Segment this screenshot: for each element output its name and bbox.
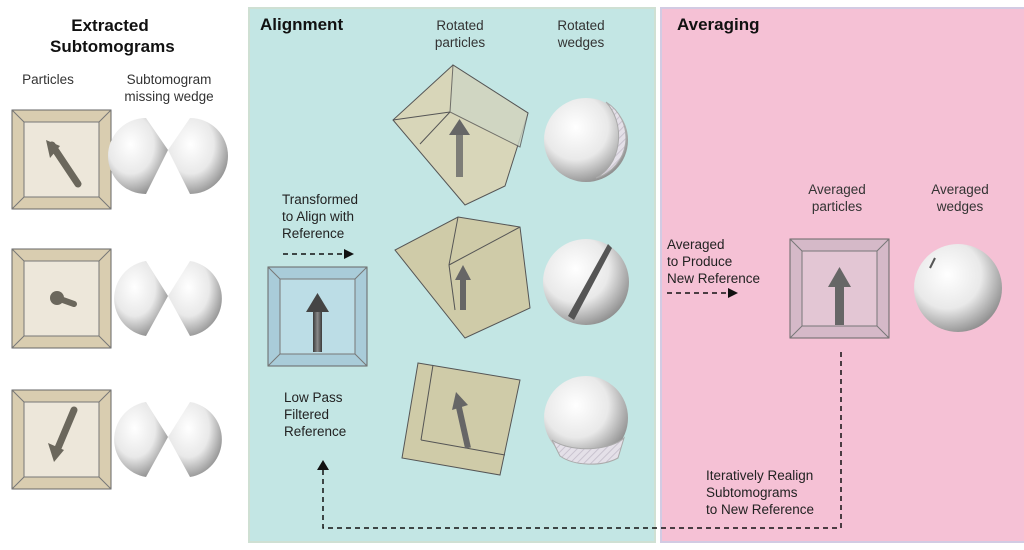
label-line: Transformed [282,192,359,207]
particle-box-3 [11,389,112,490]
label-line: to Align with [282,209,355,224]
missing-wedge-1 [108,118,228,194]
averaging-title: Averaging [677,15,760,34]
label-line: Subtomogram [126,72,212,87]
reference-label: Low Pass Filtered Reference [284,389,346,440]
label-line: to New Reference [706,502,815,517]
rotated-wedge-1 [544,98,628,182]
label-line: Filtered [284,407,330,422]
averaged-wedges-label: Averaged wedges [920,181,1000,215]
particle-box-2 [11,248,112,349]
averaged-particle-box [789,238,890,339]
particle-box-1 [11,109,112,210]
transform-label: Transformed to Align with Reference [282,191,358,242]
label-line: Subtomograms [706,485,798,500]
missing-wedge-column-label: Subtomogram missing wedge [114,71,224,105]
label-line: to Produce [667,254,733,269]
rotated-particle-1 [392,64,529,206]
label-line: Reference [284,424,347,439]
rotated-particles-label: Rotated particles [420,17,500,51]
produce-reference-label: Averaged to Produce New Reference [667,236,760,287]
rotated-wedges-label: Rotated wedges [541,17,621,51]
label-line: Averaged [808,182,866,197]
label-line: Averaged [931,182,989,197]
label-line: Averaged [667,237,725,252]
label-line: New Reference [667,271,761,286]
extracted-title-line: Extracted [71,16,149,35]
rotated-particle-2 [394,216,531,339]
alignment-title: Alignment [260,15,344,34]
label-line: wedges [936,199,984,214]
iterate-arrowhead [317,460,329,470]
label-line: wedges [557,35,605,50]
iterate-label: Iteratively Realign Subtomograms to New … [706,467,814,518]
averaged-wedge [914,244,1002,332]
label-line: Reference [282,226,345,241]
label-line: missing wedge [124,89,214,104]
reference-box [267,266,368,367]
label-line: particles [811,199,863,214]
label-line: Iteratively Realign [706,468,814,483]
missing-wedge-3 [114,402,222,477]
label-line: Low Pass [284,390,343,405]
particles-column-label: Particles [22,72,74,87]
iterate-loop-arrow [322,352,842,529]
rotated-particle-3 [401,362,521,476]
averaged-particles-label: Averaged particles [797,181,877,215]
rotated-wedge-3 [544,376,628,465]
extracted-title: Extracted Subtomograms [50,15,175,57]
label-line: particles [434,35,486,50]
label-line: Rotated [436,18,484,33]
label-line: Rotated [557,18,605,33]
missing-wedge-2 [114,261,222,336]
extracted-title-line: Subtomograms [50,37,175,56]
rotated-wedge-2 [543,239,629,325]
